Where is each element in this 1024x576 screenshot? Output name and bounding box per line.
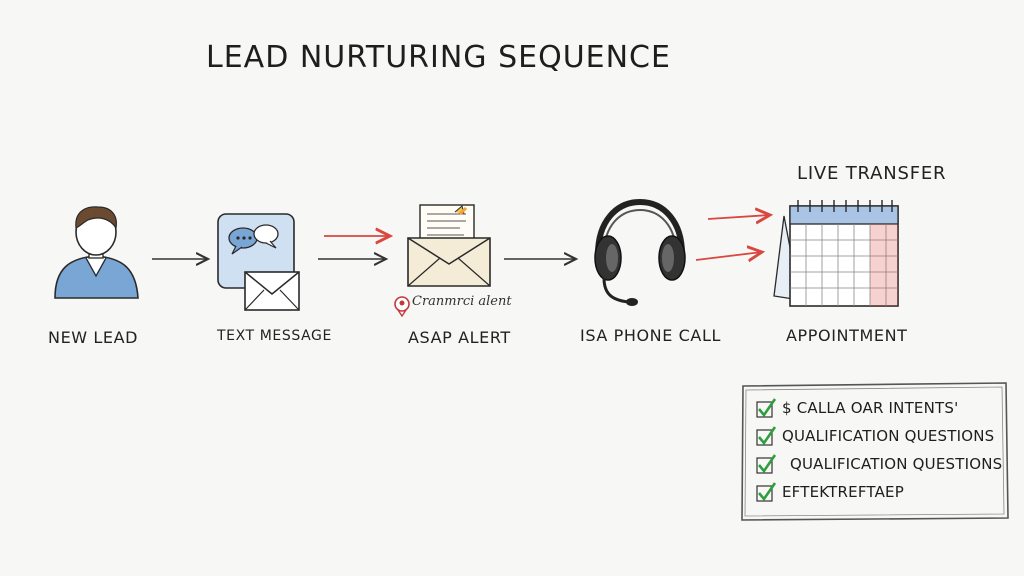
headset-icon xyxy=(594,198,686,306)
location-pin-icon xyxy=(394,296,410,318)
arrow-4 xyxy=(695,215,770,260)
arrow-2 xyxy=(318,236,390,259)
checkmark-icon xyxy=(756,398,776,418)
checklist-item-text: QUALIFICATION QUESTIONS xyxy=(790,455,1003,473)
envelope-letter-icon xyxy=(407,204,491,287)
checkmark-icon xyxy=(756,482,776,502)
alert-caption: Cranmrci alent xyxy=(412,294,512,309)
step-label-isa-phone-call: ISA PHONE CALL xyxy=(580,326,721,345)
checkmark-icon xyxy=(756,426,776,446)
person-icon xyxy=(54,206,139,299)
page-title: LEAD NURTURING SEQUENCE xyxy=(206,40,671,75)
calendar-icon xyxy=(773,200,899,307)
checkmark-icon xyxy=(756,454,776,474)
checklist-item-text: $ CALLA OAR INTENTS' xyxy=(782,399,959,417)
checklist-item-text: EFTEKTREFTAEP xyxy=(782,483,904,501)
checklist-item-text: QUALIFICATION QUESTIONS xyxy=(782,427,995,445)
step-label-asap-alert: ASAP ALERT xyxy=(408,328,511,347)
checklist-frame xyxy=(741,382,1009,521)
step-label-appointment: APPOINTMENT xyxy=(786,326,908,345)
live-transfer-label: LIVE TRANSFER xyxy=(797,163,947,184)
step-label-text-message: TEXT MESSAGE xyxy=(217,328,332,344)
step-label-new-lead: NEW LEAD xyxy=(48,328,139,347)
chat-envelope-icon xyxy=(217,213,300,311)
checklist-box: $ CALLA OAR INTENTS' QUALIFICATION QUEST… xyxy=(740,382,1010,522)
